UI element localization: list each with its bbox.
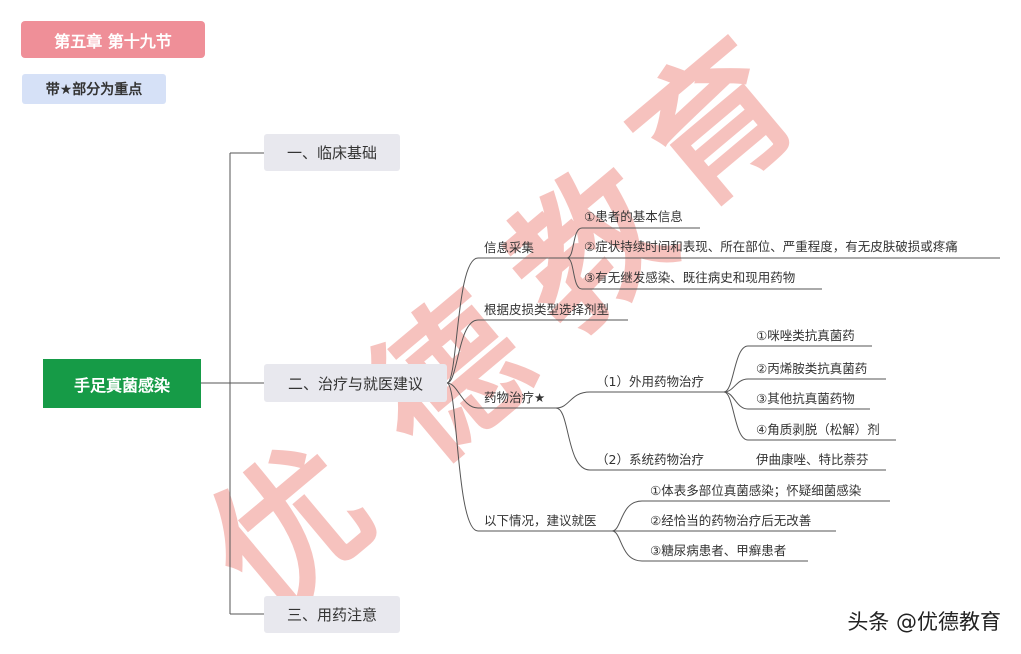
leaf-topical-item[interactable]: ④角质剥脱（松解）剂 <box>756 422 880 437</box>
node-referral[interactable]: 以下情况，建议就医 <box>484 513 597 528</box>
leaf-info-item[interactable]: ③有无继发感染、既往病史和现用药物 <box>584 270 796 285</box>
root-node[interactable]: 手足真菌感染 <box>43 359 201 408</box>
leaf-referral-item[interactable]: ②经恰当的药物治疗后无改善 <box>650 513 812 528</box>
node-info-collection[interactable]: 信息采集 <box>484 240 535 255</box>
branch-clinical-basis[interactable]: 一、临床基础 <box>264 134 400 171</box>
chapter-badge: 第五章 第十九节 <box>21 21 205 58</box>
leaf-topical-item[interactable]: ③其他抗真菌药物 <box>756 391 855 406</box>
node-drug-therapy[interactable]: 药物治疗★ <box>484 390 546 405</box>
leaf-info-item[interactable]: ②症状持续时间和表现、所在部位、严重程度，有无皮肤破损或疼痛 <box>584 239 958 254</box>
node-formulation-selection[interactable]: 根据皮损类型选择剂型 <box>484 302 610 317</box>
leaf-info-item[interactable]: ①患者的基本信息 <box>584 209 683 224</box>
leaf-referral-item[interactable]: ①体表多部位真菌感染；怀疑细菌感染 <box>650 483 862 498</box>
branch-medication-notes[interactable]: 三、用药注意 <box>264 596 400 633</box>
node-topical-therapy[interactable]: （1）外用药物治疗 <box>596 374 704 389</box>
node-systemic-therapy[interactable]: （2）系统药物治疗 <box>596 452 704 467</box>
leaf-topical-item[interactable]: ①咪唑类抗真菌药 <box>756 328 855 343</box>
leaf-referral-item[interactable]: ③糖尿病患者、甲癣患者 <box>650 543 787 558</box>
key-point-note: 带★部分为重点 <box>22 74 166 104</box>
branch-treatment-advice[interactable]: 二、治疗与就医建议 <box>264 364 447 402</box>
source-credit: 头条 @优德教育 <box>847 610 1001 634</box>
leaf-topical-item[interactable]: ②丙烯胺类抗真菌药 <box>756 361 868 376</box>
leaf-systemic-drugs[interactable]: 伊曲康唑、特比萘芬 <box>756 452 869 467</box>
